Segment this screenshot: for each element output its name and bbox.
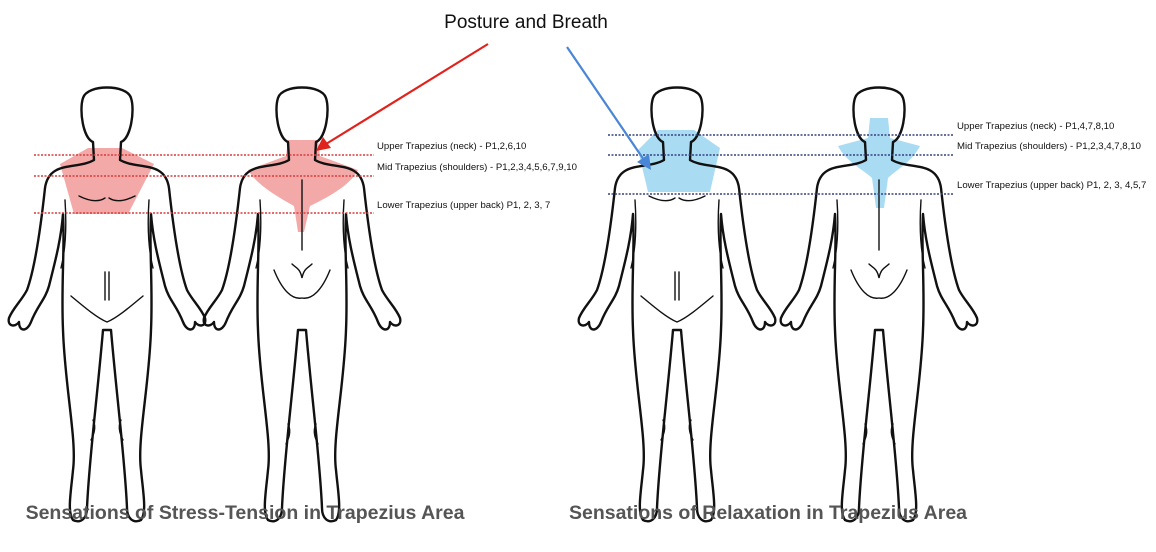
relax-arrow	[567, 47, 651, 170]
stress-arrow	[316, 44, 488, 151]
stress-upper-label: Upper Trapezius (neck) - P1,2,6,10	[377, 141, 526, 152]
relax-panel: Upper Trapezius (neck) - P1,4,7,8,10 Mid…	[567, 47, 1146, 524]
relax-caption: Sensations of Relaxation in Trapezius Ar…	[569, 502, 967, 524]
stress-panel: Upper Trapezius (neck) - P1,2,6,10 Mid T…	[9, 44, 577, 524]
relax-mid-label: Mid Trapezius (shoulders) - P1,2,3,4,7,8…	[957, 141, 1141, 152]
stress-lower-label: Lower Trapezius (upper back) P1, 2, 3, 7	[377, 200, 550, 211]
relax-front-trapezius-area	[638, 130, 720, 192]
stress-back-trapezius-area	[248, 140, 358, 232]
stress-front-trapezius-area	[60, 148, 154, 214]
relax-lower-label: Lower Trapezius (upper back) P1, 2, 3, 4…	[957, 180, 1146, 191]
relax-upper-label: Upper Trapezius (neck) - P1,4,7,8,10	[957, 121, 1114, 132]
stress-caption: Sensations of Stress-Tension in Trapeziu…	[26, 502, 465, 524]
diagram-heading: Posture and Breath	[444, 12, 608, 33]
stress-mid-label: Mid Trapezius (shoulders) - P1,2,3,4,5,6…	[377, 162, 577, 173]
